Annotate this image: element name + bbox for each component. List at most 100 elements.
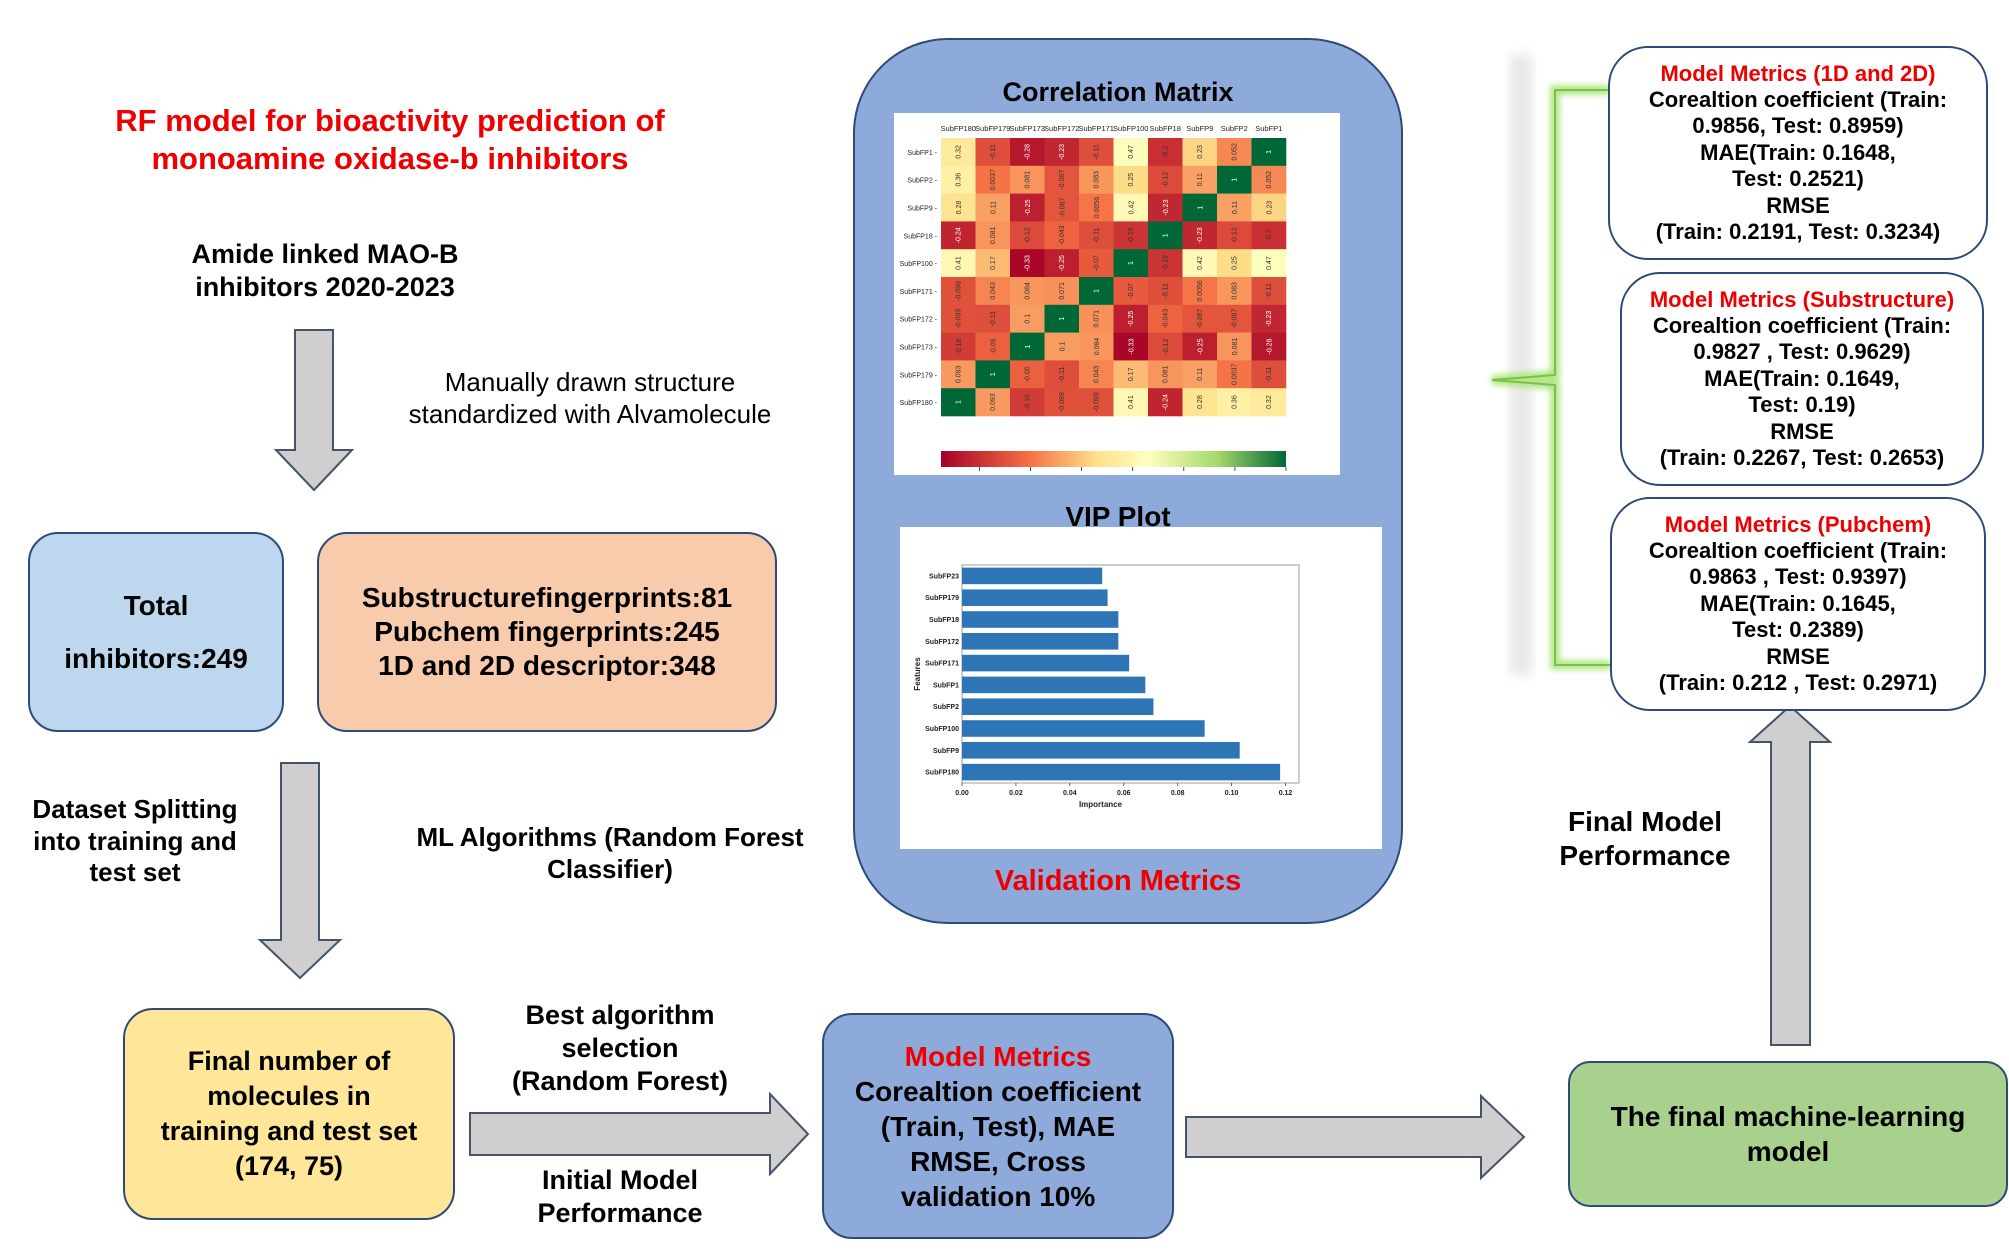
- heatmap-col-label: SubFP172: [1044, 124, 1079, 133]
- heatmap-cell-label: -0.099: [956, 281, 963, 301]
- heatmap-cell-label: -0.11: [1266, 283, 1273, 299]
- heatmap-cell-label: 0.32: [1266, 395, 1273, 409]
- heatmap-cell: [1113, 138, 1149, 167]
- metrics-pubchem-line-4: Test: 0.2389): [1732, 617, 1864, 643]
- ml-algorithms-label: ML Algorithms (Random Forest Classifier): [385, 822, 835, 885]
- final-number-line-3: training and test set: [160, 1116, 418, 1146]
- vip-category-label: SubFP23: [929, 573, 959, 580]
- heatmap-cell-label: 0.081: [990, 226, 997, 244]
- heatmap-cell: [1182, 221, 1218, 250]
- heatmap-cell-label: 1: [1059, 317, 1066, 321]
- heatmap-cell: [1079, 193, 1114, 222]
- heatmap-cell-label: -0.099: [1094, 392, 1101, 412]
- heatmap-cell-label: 0.083: [1232, 282, 1239, 300]
- heatmap-row-label: SubFP180 -: [900, 400, 938, 407]
- heatmap-cell: [1148, 193, 1183, 222]
- heatmap-cell: [941, 277, 976, 306]
- heatmap-cell-label: -0.087: [1197, 309, 1204, 329]
- brace-glow: [1491, 85, 1610, 670]
- metrics-pubchem-line-6: (Train: 0.212 , Test: 0.2971): [1658, 669, 1938, 695]
- heatmap-row-label: SubFP2 -: [907, 178, 937, 185]
- heatmap-cell: [1010, 221, 1045, 250]
- metrics-pubchem-title: Model Metrics (Pubchem): [1664, 511, 1932, 537]
- final-performance-line-1: Final Model: [1568, 806, 1722, 837]
- model-metrics-line-1: Corealtion coefficient: [854, 1075, 1142, 1107]
- heatmap-cell-label: -0.23: [1163, 199, 1170, 215]
- heatmap-cell-label: -0.087: [1232, 309, 1239, 329]
- down-arrow-2: [257, 762, 343, 980]
- heatmap-cell: [1044, 221, 1080, 250]
- vip-category-label: SubFP171: [925, 661, 959, 668]
- heatmap-cell-label: 0.0056: [1094, 197, 1101, 219]
- vip-bar: [962, 698, 1154, 715]
- splitting-line-3: test set: [89, 857, 181, 888]
- metrics-1d2d-box: Model Metrics (1D and 2D) Corealtion coe…: [1608, 46, 1988, 260]
- heatmap-cell-label: 0.42: [1128, 201, 1135, 215]
- heatmap-cell: [1251, 249, 1287, 278]
- heatmap-cell-label: -0.28: [1266, 338, 1273, 354]
- heatmap-cell-label: 0.083: [1094, 171, 1101, 189]
- best-algorithm-line-3: (Random Forest): [512, 1065, 728, 1096]
- heatmap-cell-label: -0.23: [1266, 311, 1273, 327]
- best-algorithm-label: Best algorithm selection (Random Forest): [470, 999, 770, 1098]
- fingerprints-line-3: 1D and 2D descriptor:348: [378, 650, 716, 682]
- heatmap-cell-label: -0.25: [1128, 311, 1135, 327]
- heatmap-cell: [941, 332, 976, 361]
- heatmap-cell: [1251, 221, 1287, 250]
- heatmap-cell-label: 1: [990, 372, 997, 376]
- fingerprints-line-1: Substructurefingerprints:81: [361, 581, 733, 613]
- heatmap-cell: [975, 388, 1011, 417]
- vip-xtick-label: 0.02: [1009, 790, 1023, 797]
- metrics-1d2d-line-5: RMSE: [1766, 192, 1830, 218]
- heatmap-col-label: SubFP1: [1255, 124, 1282, 133]
- initial-performance-line-2: Performance: [537, 1197, 703, 1228]
- heatmap-cell-label: -0.05: [1025, 366, 1032, 382]
- correlation-matrix-title: Correlation Matrix: [1002, 77, 1234, 107]
- vip-bar: [962, 742, 1240, 759]
- heatmap-cell-label: -0.11: [1163, 283, 1170, 299]
- heatmap-cell: [1010, 165, 1045, 194]
- heatmap-col-label: SubFP180: [941, 124, 976, 133]
- heatmap-cell: [975, 304, 1011, 333]
- final-number-line-2: molecules in: [207, 1080, 371, 1111]
- heatmap-cell-label: -0.12: [1232, 227, 1239, 243]
- heatmap-cell-label: 0.23: [1266, 201, 1273, 215]
- heatmap-cell-label: 0.47: [1128, 145, 1135, 159]
- heatmap-row-label: SubFP18 -: [904, 233, 938, 240]
- final-model-box: The final machine-learning model: [1568, 1061, 2008, 1207]
- model-metrics-line-4: validation 10%: [900, 1180, 1096, 1212]
- vip-category-label: SubFP172: [925, 639, 959, 646]
- metrics-pubchem-box: Model Metrics (Pubchem) Corealtion coeff…: [1610, 497, 1986, 711]
- heatmap-cell-label: 0.11: [1197, 173, 1204, 186]
- heatmap-cell: [1148, 388, 1183, 417]
- metrics-1d2d-line-2: 0.9856, Test: 0.8959): [1692, 113, 1904, 139]
- title-line-2: monoamine oxidase-b inhibitors: [151, 140, 629, 176]
- down-arrow-1: [273, 329, 355, 492]
- vip-category-label: SubFP100: [925, 726, 959, 733]
- total-inhibitors-box: Total inhibitors:249: [28, 532, 284, 732]
- heatmap-cell-label: -0.28: [1025, 144, 1032, 160]
- heatmap-cell-label: 0.23: [1197, 145, 1204, 159]
- heatmap-cell: [941, 221, 976, 250]
- heatmap-cell: [1148, 332, 1183, 361]
- heatmap-cell: [1044, 304, 1080, 333]
- metrics-substructure-box: Model Metrics (Substructure) Corealtion …: [1620, 272, 1984, 486]
- heatmap-cell: [1251, 332, 1287, 361]
- vip-plot-title: VIP Plot: [1065, 501, 1171, 532]
- fingerprints-line-2: Pubchem fingerprints:245: [374, 615, 720, 647]
- final-model-line-2: model: [1746, 1136, 1830, 1167]
- heatmap-cell: [1182, 388, 1218, 417]
- final-model-line-1: The final machine-learning: [1610, 1101, 1966, 1132]
- final-number-box: Final number of molecules in training an…: [123, 1008, 455, 1220]
- heatmap-cell: [975, 360, 1011, 389]
- heatmap-cell: [941, 360, 976, 389]
- heatmap-cell-label: -0.087: [1059, 170, 1066, 190]
- metrics-1d2d-line-6: (Train: 0.2191, Test: 0.3234): [1655, 218, 1941, 244]
- heatmap-cell: [1079, 388, 1114, 417]
- heatmap-cell: [1148, 165, 1183, 194]
- title: RF model for bioactivity prediction of m…: [60, 102, 720, 178]
- heatmap-cell-label: -0.11: [990, 144, 997, 160]
- source-line-2: inhibitors 2020-2023: [195, 271, 455, 302]
- heatmap-cell-label: 0.11: [990, 201, 997, 214]
- heatmap-cell: [1044, 138, 1080, 167]
